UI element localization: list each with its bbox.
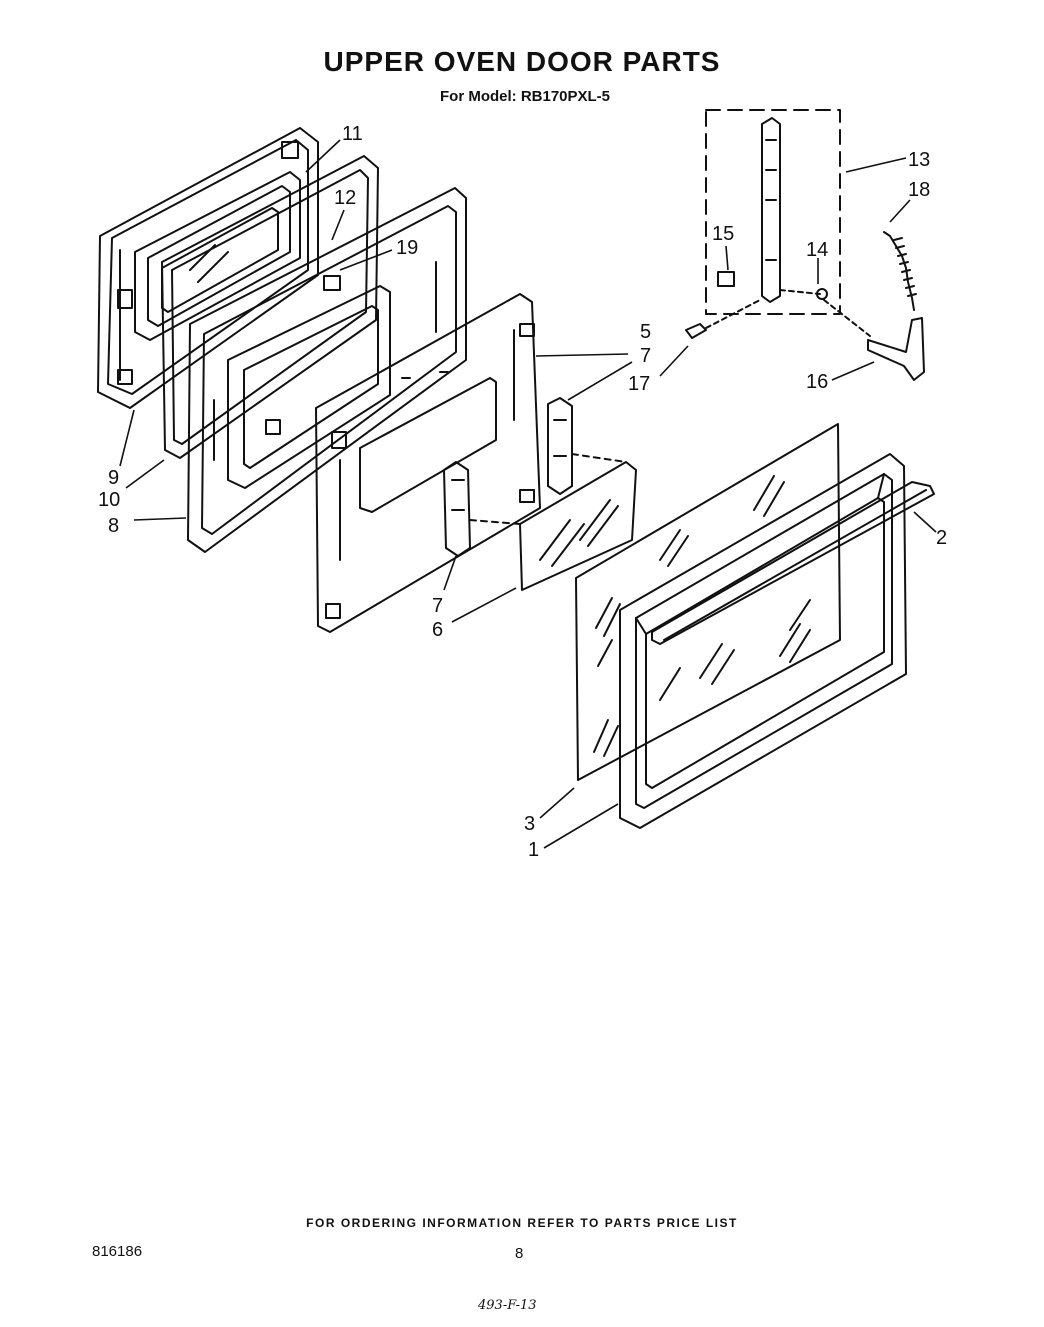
part-17-pin: [685, 323, 707, 339]
part-3-outer-glass: [575, 423, 841, 781]
callout-8: 8: [108, 515, 119, 537]
part-7-retainer-upper: [547, 397, 573, 495]
hinge-dashed-path-2: [823, 299, 871, 337]
callout-11: 11: [342, 123, 363, 145]
page-number: 8: [515, 1245, 524, 1262]
handwritten-reference: 493-F-13: [478, 1298, 537, 1313]
hinge-dashed-path: [705, 299, 761, 329]
callout-1: 1: [528, 839, 539, 861]
model-subtitle: For Model: RB170PXL-5: [440, 88, 611, 105]
callout-18: 18: [908, 179, 930, 201]
callout-7-upper: 7: [640, 345, 651, 367]
part-10-gasket: [161, 155, 379, 459]
leader-lines: [119, 139, 937, 849]
part-8-door-panel: [187, 187, 467, 553]
callout-16: 16: [806, 371, 828, 393]
document-number: 816186: [92, 1243, 143, 1260]
part-16-hinge-arm: [867, 317, 925, 381]
callout-12: 12: [334, 187, 356, 209]
callout-labels: 11 12 19 13 18 15 14 5 7 17 16 9 10 8 2 …: [98, 123, 947, 861]
callout-7-lower: 7: [432, 595, 443, 617]
part-7-retainer-lower: [443, 461, 471, 557]
part-9-inner-liner: [97, 127, 319, 409]
callout-2: 2: [936, 527, 947, 549]
part-5-door-liner: [315, 293, 541, 633]
part-18-spring: [883, 231, 917, 311]
callout-17: 17: [628, 373, 650, 395]
callout-5: 5: [640, 321, 651, 343]
callout-10: 10: [98, 489, 120, 511]
callout-19: 19: [396, 237, 418, 259]
part-6-inner-glass: [469, 453, 637, 591]
part-14-washer: [816, 288, 828, 300]
part-1-outer-door-frame: [619, 453, 907, 829]
part-2-handle: [651, 481, 935, 645]
callout-13: 13: [908, 149, 930, 171]
ordering-info-note: FOR ORDERING INFORMATION REFER TO PARTS …: [306, 1216, 738, 1230]
callout-3: 3: [524, 813, 535, 835]
part-15-block: [717, 271, 735, 287]
callout-6: 6: [432, 619, 443, 641]
part-11-window-pack: [134, 171, 301, 341]
part-13-hinge-assembly: [705, 109, 841, 315]
callout-9: 9: [108, 467, 119, 489]
callout-14: 14: [806, 239, 828, 261]
diagram-title: UPPER OVEN DOOR PARTS: [323, 46, 721, 77]
callout-15: 15: [712, 223, 734, 245]
